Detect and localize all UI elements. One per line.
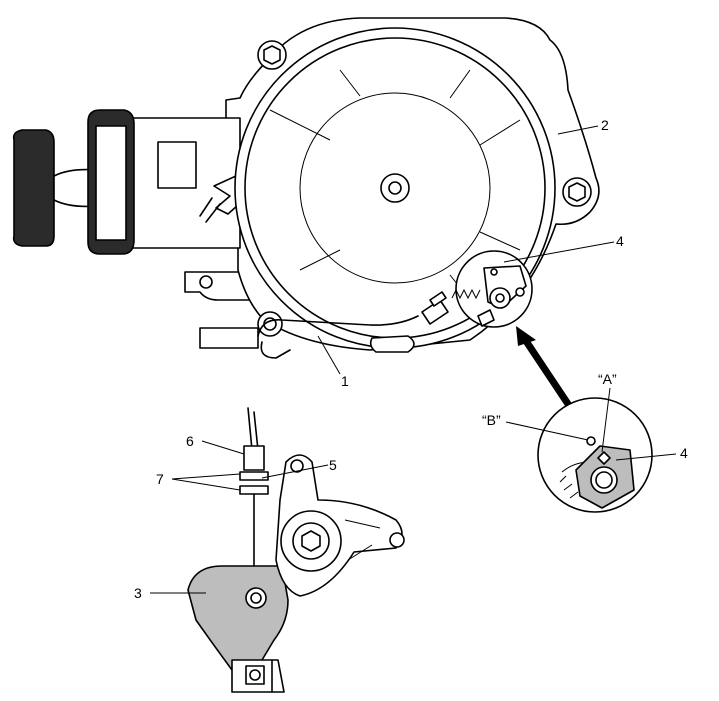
- bracket-hole: [199, 275, 213, 289]
- control-bracket-assembly: [187, 407, 405, 693]
- stop-lever-detail-lower: [537, 397, 653, 513]
- spring-upper: [451, 288, 481, 300]
- bolt-bottom-left: [257, 311, 283, 337]
- handle-flange-face: [95, 125, 127, 241]
- leader-2: [557, 125, 599, 135]
- lever-stud-upper: [515, 287, 525, 297]
- cable-nut: [429, 291, 447, 307]
- lever-hole-upper: [490, 268, 498, 276]
- callout-A: “A”: [598, 371, 617, 387]
- leader-1: [317, 335, 341, 375]
- lever-pivot-center-lower: [595, 471, 613, 489]
- spring-lower: [559, 461, 591, 499]
- leader-4-lower: [615, 453, 677, 461]
- lever-nut: [301, 530, 321, 552]
- plate-cable-pin: [250, 592, 262, 604]
- bolt-top-left: [257, 40, 287, 70]
- callout-4-lower: 4: [680, 445, 688, 461]
- cable-housing: [247, 407, 253, 451]
- stop-lever-detail-upper: [451, 250, 533, 328]
- callout-6: 6: [186, 433, 194, 449]
- callout-5: 5: [329, 457, 337, 473]
- cable-end-upper: [477, 309, 495, 327]
- lower-plate: [199, 327, 259, 349]
- callout-1: 1: [341, 373, 349, 389]
- bolt-right: [562, 177, 592, 207]
- stop-cable: [257, 291, 449, 359]
- reel-ribs: [269, 69, 521, 301]
- arm-window: [157, 141, 197, 189]
- guide-slot-1: [199, 197, 213, 217]
- leader-4-upper: [503, 241, 615, 263]
- lever-end-hole: [389, 532, 405, 548]
- adjust-nut-lower: [239, 485, 269, 495]
- leader-5: [261, 464, 329, 479]
- cable-housing-2: [253, 411, 259, 451]
- detail-arrow: [516, 326, 575, 412]
- leader-7: [171, 473, 241, 491]
- hole-B: [586, 436, 596, 446]
- leader-B: [505, 421, 589, 441]
- leader-6: [201, 440, 245, 455]
- reel-hub-center: [388, 181, 402, 195]
- bottom-clamp: [369, 335, 415, 353]
- callout-7: 7: [156, 471, 164, 487]
- lever-top-hole: [290, 459, 304, 473]
- base-bolt: [249, 669, 261, 681]
- notch-A: [597, 451, 611, 465]
- callout-3: 3: [134, 585, 142, 601]
- starter-handle: [12, 109, 135, 255]
- callout-4-upper: 4: [616, 233, 624, 249]
- callouts: 2 4 1 “B” “A” 4 6 7 5 3: [134, 117, 688, 601]
- arrow-shaft: [521, 336, 575, 412]
- cable-upper: [257, 315, 419, 337]
- lever-pivot-center-upper: [495, 293, 505, 303]
- reel-center-face: [299, 92, 491, 284]
- callout-2: 2: [601, 117, 609, 133]
- arrowhead: [516, 326, 536, 346]
- lever-ribs: [344, 519, 381, 561]
- callout-B: “B”: [482, 412, 501, 428]
- leader-lines: [150, 125, 677, 594]
- adjust-nut-upper: [239, 471, 269, 481]
- cable-loop: [260, 341, 291, 359]
- guide-slot-2: [205, 203, 221, 223]
- cable-outer-casing: [243, 445, 265, 471]
- handle-grip: [12, 129, 55, 247]
- control-plate: [187, 565, 289, 673]
- leader-A: [601, 387, 611, 453]
